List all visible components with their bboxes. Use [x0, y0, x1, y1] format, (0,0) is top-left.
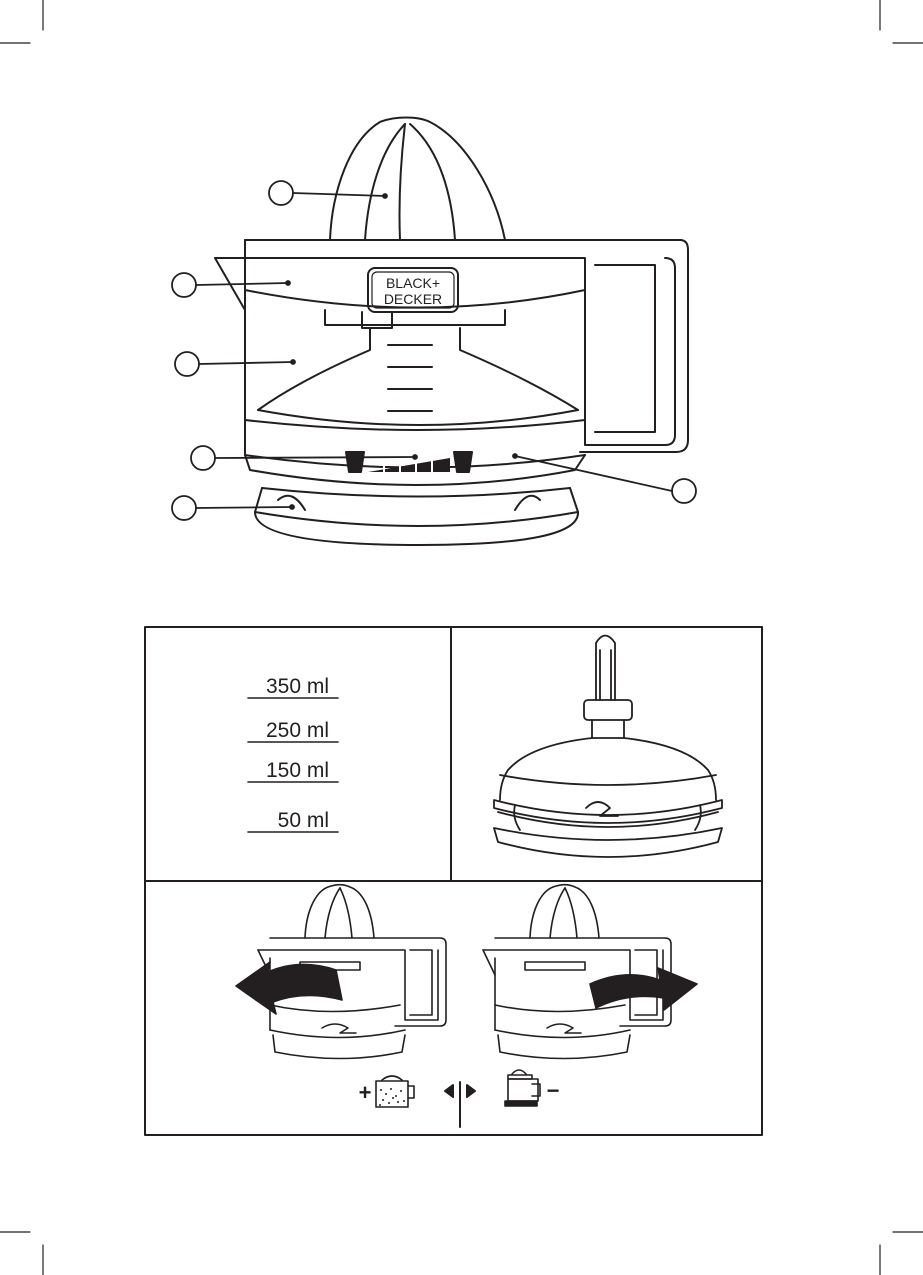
brand-logo-line2: DECKER: [384, 291, 442, 307]
small-cup-icon: [346, 452, 364, 472]
callout-5: [172, 496, 294, 520]
lid-rim: [245, 240, 688, 452]
minus-sign-icon: −: [547, 1078, 560, 1103]
measurement-scale: 350 ml 250 ml 150 ml 50 ml: [248, 675, 338, 832]
level-bars: [368, 458, 450, 472]
measure-50: 50 ml: [278, 809, 329, 832]
measure-350: 350 ml: [266, 675, 329, 698]
adjust-more-pulp-illustration: [236, 885, 446, 1059]
right-triangle-icon: [467, 1085, 475, 1097]
rotate-right-arrow: [590, 968, 697, 1010]
plus-sign-icon: +: [359, 1080, 372, 1105]
rotate-left-arrow: [236, 962, 342, 1014]
pulp-pictograms: + −: [359, 1070, 560, 1127]
callout-2: [172, 273, 290, 297]
callout-6: [513, 454, 696, 503]
large-cup-icon: [454, 452, 472, 472]
juice-container-illustration: [494, 636, 722, 858]
left-triangle-icon: [445, 1085, 453, 1097]
juicer-diagram: BLACK+ DECKER: [172, 118, 696, 546]
more-pulp-jug-icon: [376, 1076, 414, 1107]
callout-3: [175, 352, 295, 376]
instruction-panel: [145, 627, 762, 1135]
measure-150: 150 ml: [266, 759, 329, 782]
adjust-less-pulp-illustration: [483, 885, 697, 1059]
less-pulp-jug-icon: [505, 1070, 540, 1106]
measure-250: 250 ml: [266, 719, 329, 742]
reamer-cone: [330, 118, 505, 241]
brand-logo-line1: BLACK+: [386, 275, 440, 291]
